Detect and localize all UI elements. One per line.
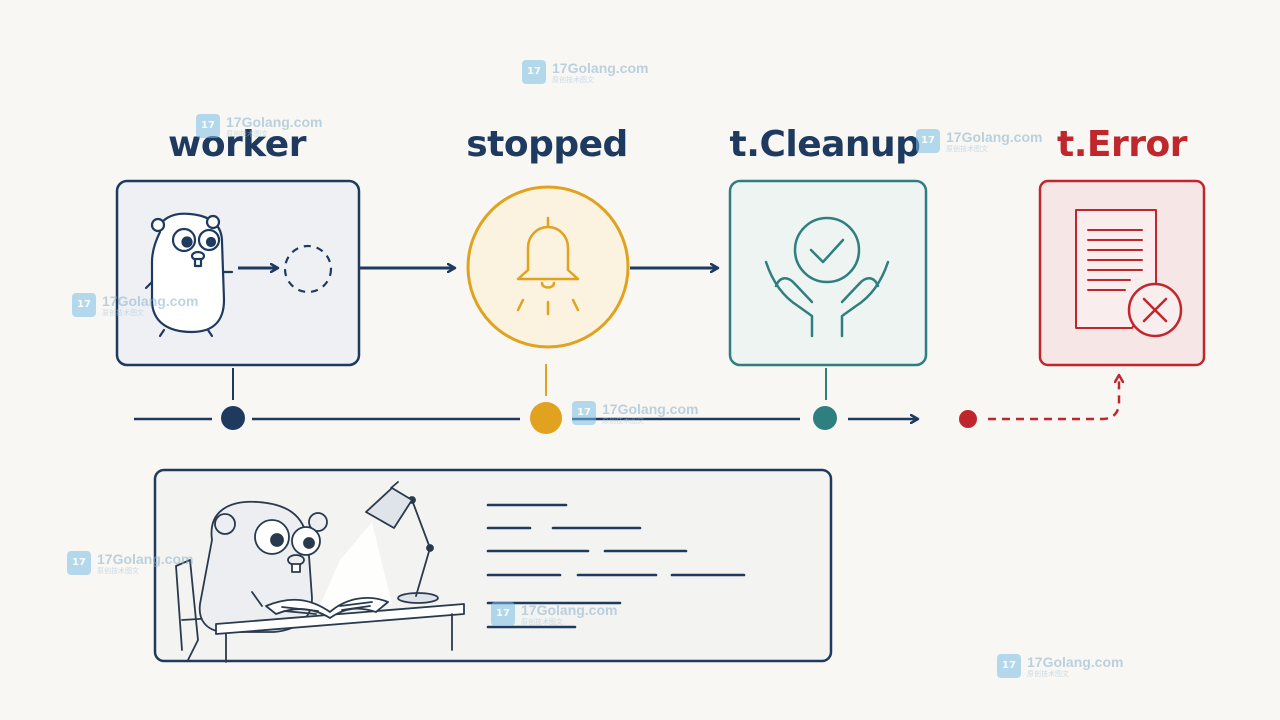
watermark-logo-icon: 17 [522,60,546,84]
cleanup-box [728,179,928,367]
gopher-reading-at-desk-illustration [175,481,465,663]
watermark-text: 17Golang.com [102,293,199,309]
bell-icon [516,216,580,316]
worker-title: worker [168,124,306,165]
watermark-logo-icon: 17 [572,401,596,425]
watermark-text: 17Golang.com [521,602,618,618]
error-report-arrow [988,378,1119,421]
text-lines [486,503,746,629]
watermark-logo-icon: 17 [196,114,220,138]
watermark-text: 17Golang.com [97,551,194,567]
watermark-subtext: 原创技术图文 [97,568,139,575]
watermark-text: 17Golang.com [602,401,699,417]
watermark-logo-icon: 17 [916,129,940,153]
error-box [1038,179,1206,367]
watermark-subtext: 原创技术图文 [946,146,988,153]
watermark-logo-icon: 17 [72,293,96,317]
gopher-mascot-icon [144,212,234,338]
stopped-title: stopped [466,124,628,165]
watermark-logo-icon: 17 [997,654,1021,678]
watermark-subtext: 原创技术图文 [226,131,268,138]
bottom-panel [153,468,833,663]
watermark-subtext: 原创技术图文 [521,619,563,626]
timeline-dot-worker [221,406,245,430]
timeline-dot-stopped [530,402,562,434]
timeline [134,364,1119,434]
error-title: t.Error [1057,124,1187,165]
timeline-dot-error [959,410,977,428]
dashed-circle-icon [283,244,333,294]
watermark-subtext: 原创技术图文 [602,418,644,425]
cleanup-title: t.Cleanup [729,124,921,165]
watermark-subtext: 原创技术图文 [552,77,594,84]
timeline-dot-cleanup [813,406,837,430]
stopped-node [466,185,630,349]
document-x-icon [1075,209,1183,338]
watermark-text: 17Golang.com [552,60,649,76]
watermark-logo-icon: 17 [491,602,515,626]
watermark-text: 17Golang.com [946,129,1043,145]
hands-checkmark-icon [764,216,890,338]
watermark-text: 17Golang.com [226,114,323,130]
watermark-text: 17Golang.com [1027,654,1124,670]
watermark-logo-icon: 17 [67,551,91,575]
worker-box [115,179,361,367]
watermark-subtext: 原创技术图文 [1027,671,1069,678]
watermark-subtext: 原创技术图文 [102,310,144,317]
